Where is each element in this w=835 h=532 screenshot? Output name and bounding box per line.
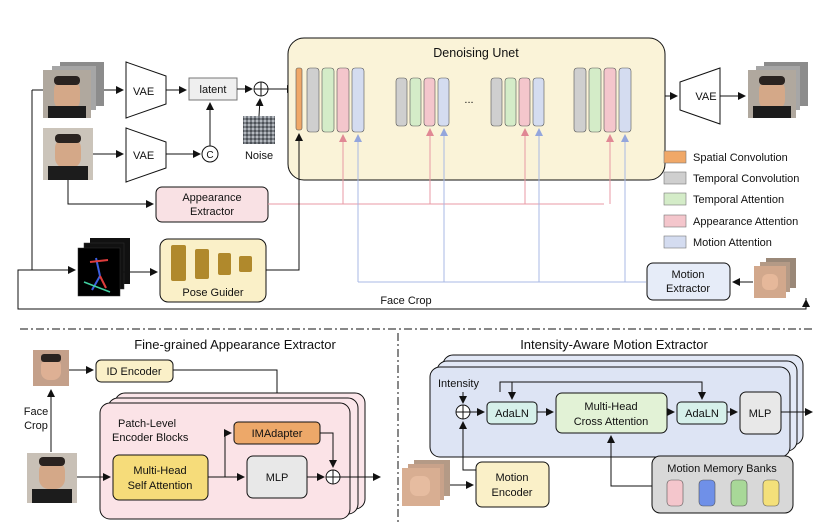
motion-encoder-line1: Motion: [495, 472, 528, 484]
legend-swatch-motion-attn: [663, 235, 687, 249]
vae-label-3: VAE: [695, 91, 716, 103]
unet-block-group-2: [395, 77, 450, 127]
legend-swatch-appearance-attn: [663, 214, 687, 228]
legend-motion-attn: Motion Attention: [693, 237, 772, 249]
adaln-label-1: AdaLN: [495, 408, 529, 420]
adaln-label-2: AdaLN: [685, 408, 719, 420]
memory-bank-3: [730, 479, 748, 507]
cross-attention-line2: Cross Attention: [574, 416, 649, 428]
appearance-feature-lines: [268, 128, 614, 205]
adaln-block-2: [676, 401, 728, 425]
pose-guider-layer-3: [218, 253, 231, 275]
pose-guider-layer-2: [195, 249, 209, 279]
motion-encoder-line2: Encoder: [492, 487, 533, 499]
face-crop-label-1: Face: [24, 406, 48, 418]
legend-temporal-attn: Temporal Attention: [693, 194, 784, 206]
reference-video-frames: [43, 62, 104, 118]
mlp-label-left: MLP: [266, 472, 289, 484]
patch-level-line1: Patch-Level: [118, 418, 176, 430]
cross-attention-line1: Multi-Head: [584, 401, 637, 413]
vae-label-2: VAE: [133, 150, 154, 162]
appearance-extractor-line1: Appearance: [182, 192, 241, 204]
id-encoder: [95, 359, 174, 383]
vae-encoder-1: [125, 61, 167, 119]
concat-symbol: C: [206, 150, 213, 161]
adaln-block-1: [486, 401, 538, 425]
legend: Spatial Convolution Temporal Convolution…: [663, 150, 799, 249]
memory-banks-label: Motion Memory Banks: [667, 463, 777, 475]
motion-feature-lines: [354, 128, 646, 283]
motion-extractor: [646, 262, 731, 301]
unet-title: Denoising Unet: [433, 46, 519, 60]
memory-bank-4: [762, 479, 780, 507]
self-attention-block: [112, 454, 209, 501]
mlp-block-right: [739, 391, 782, 435]
source-image: [43, 128, 93, 180]
intensity-label: Intensity: [438, 378, 479, 390]
motion-memory-banks: [651, 455, 794, 514]
vae-encoder-2: [125, 127, 167, 183]
source-face-input: [27, 453, 77, 503]
denoising-unet: [287, 37, 666, 181]
unet-ellipsis: ...: [464, 94, 473, 106]
appearance-extractor-line2: Extractor: [190, 206, 234, 218]
pose-sequence: [77, 238, 130, 297]
motion-extractor-line1: Motion: [671, 269, 704, 281]
mlp-label-right: MLP: [749, 408, 772, 420]
motion-extractor-line2: Extractor: [666, 283, 710, 295]
face-crop-label: Face Crop: [380, 295, 431, 307]
vae-label-1: VAE: [133, 86, 154, 98]
self-attention-line2: Self Attention: [128, 480, 193, 492]
face-crop-input: [33, 350, 69, 386]
motion-encoder: [475, 461, 550, 508]
legend-swatch-temporal-conv: [663, 171, 687, 185]
vae-decoder: [679, 67, 721, 125]
pose-guider-layer-1: [171, 245, 186, 281]
patch-level-line2: Encoder Blocks: [112, 432, 189, 444]
intensity-aware-title: Intensity-Aware Motion Extractor: [520, 337, 708, 352]
memory-bank-1: [666, 479, 684, 507]
imadapter-label: IMAdapter: [252, 428, 303, 440]
id-encoder-label: ID Encoder: [106, 366, 161, 378]
legend-appearance-attn: Appearance Attention: [693, 216, 798, 228]
fine-grained-title: Fine-grained Appearance Extractor: [134, 337, 336, 352]
legend-temporal-conv: Temporal Convolution: [693, 173, 799, 185]
pose-guider-layer-4: [239, 256, 252, 272]
pose-guider-label: Pose Guider: [182, 287, 243, 299]
legend-swatch-spatial: [663, 150, 687, 164]
unet-block-group-3: [490, 77, 545, 127]
self-attention-line1: Multi-Head: [133, 465, 186, 477]
noise-label: Noise: [245, 150, 273, 162]
noise-image: [243, 116, 275, 144]
legend-swatch-temporal-attn: [663, 192, 687, 206]
face-crop-motion-frames: [402, 460, 450, 506]
face-crop-label-2: Crop: [24, 420, 48, 432]
unet-block-group-1: [295, 67, 365, 133]
unet-block-group-4: [573, 67, 632, 133]
memory-bank-2: [698, 479, 716, 507]
latent-label: latent: [200, 84, 227, 96]
output-video-frames: [748, 62, 808, 118]
legend-spatial: Spatial Convolution: [693, 152, 788, 164]
face-crop-frames: [754, 258, 796, 298]
